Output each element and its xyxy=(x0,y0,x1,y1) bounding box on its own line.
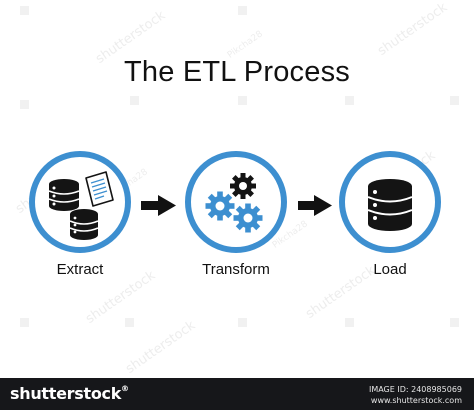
document-icon xyxy=(85,171,114,207)
arrow-icon xyxy=(141,195,176,216)
databases-and-document-icon xyxy=(48,171,114,240)
gear-icon xyxy=(233,203,263,233)
transform-circle xyxy=(185,151,287,253)
extract-step xyxy=(29,151,131,253)
step-label-load: Load xyxy=(373,261,407,278)
gear-icon xyxy=(230,173,256,199)
image-id-block: IMAGE ID: 2408985069 www.shutterstock.co… xyxy=(369,384,462,406)
transform-step xyxy=(185,151,287,253)
image-id: IMAGE ID: 2408985069 xyxy=(368,385,462,394)
arrow-icon xyxy=(298,195,332,216)
stock-footer: shutterstock® IMAGE ID: 2408985069 www.s… xyxy=(0,378,474,410)
diagram-title: The ETL Process xyxy=(124,56,350,88)
brand-name: shutterstock xyxy=(10,384,122,403)
step-label-transform: Transform xyxy=(202,261,270,278)
site-url: www.shutterstock.com xyxy=(370,396,462,405)
step-label-extract: Extract xyxy=(56,261,104,278)
database-icon xyxy=(367,179,413,231)
database-icon xyxy=(48,179,80,211)
load-step xyxy=(339,151,441,253)
gears-icon xyxy=(205,173,263,233)
brand-reg-mark: ® xyxy=(121,384,129,393)
database-icon xyxy=(69,209,99,240)
brand-logo: shutterstock® xyxy=(10,384,129,403)
gear-icon xyxy=(205,191,235,221)
